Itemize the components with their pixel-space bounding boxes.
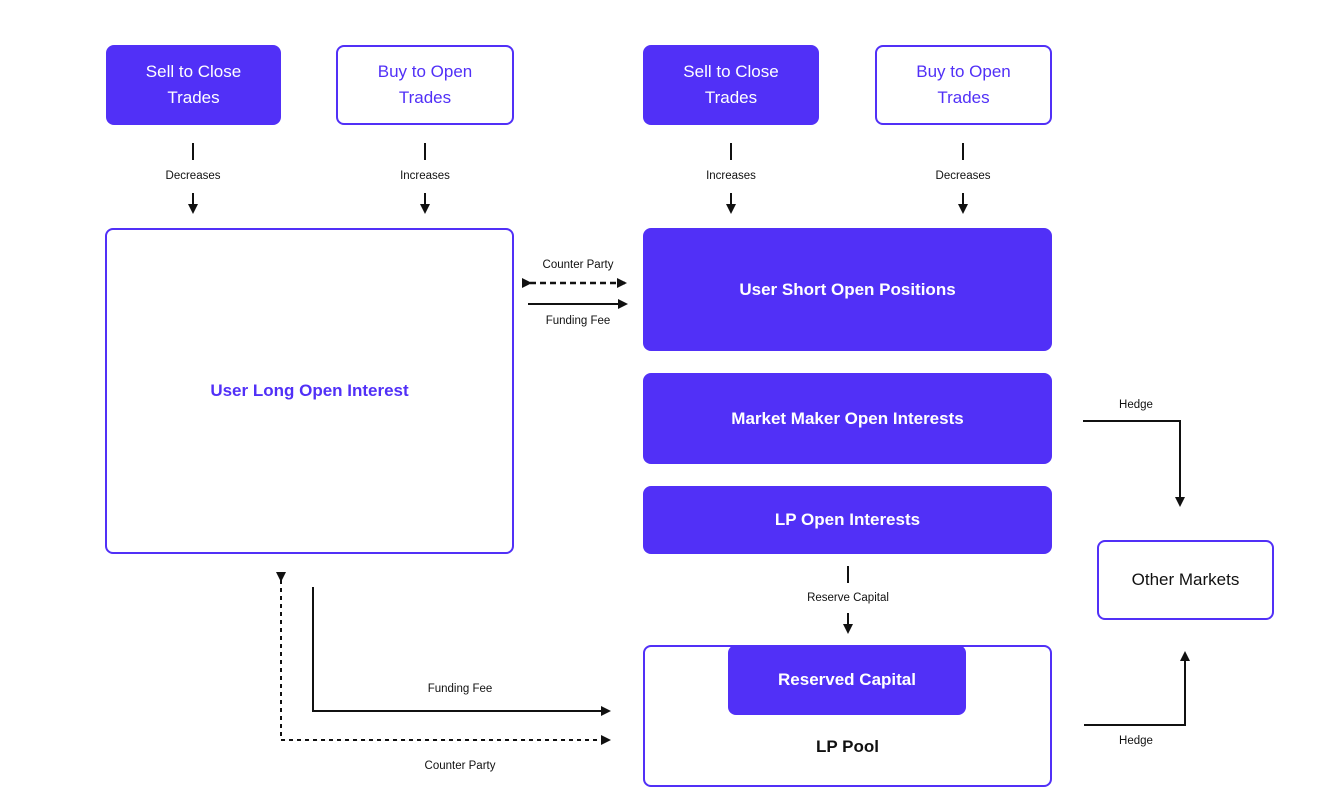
left-buy-to-open-box: Buy to Open Trades: [336, 45, 514, 125]
counter-party-top-label: Counter Party: [542, 259, 614, 271]
lp-pool-label: LP Pool: [816, 737, 879, 756]
user-short-open-positions-box: User Short Open Positions: [643, 228, 1052, 351]
hedge-bottom-arrow: [1084, 651, 1190, 726]
right-sell-connector-label: Increases: [706, 170, 756, 182]
user-short-open-positions-label: User Short Open Positions: [739, 279, 956, 299]
left-sell-to-close-box: Sell to Close Trades: [106, 45, 281, 125]
lp-open-interests-box: LP Open Interests: [643, 486, 1052, 554]
reserved-capital-box: Reserved Capital: [728, 645, 966, 715]
hedge-bottom-label: Hedge: [1119, 735, 1153, 747]
right-buy-to-open-box: Buy to Open Trades: [875, 45, 1052, 125]
market-maker-open-interests-label: Market Maker Open Interests: [731, 408, 964, 428]
market-maker-open-interests-box: Market Maker Open Interests: [643, 373, 1052, 464]
left-buy-connector-label: Increases: [400, 170, 450, 182]
reserved-capital-label: Reserved Capital: [778, 670, 916, 689]
lp-open-interests-label: LP Open Interests: [774, 510, 921, 529]
right-sell-to-close-label: Sell to Close Trades: [683, 62, 779, 107]
user-long-open-interest-label: User Long Open Interest: [210, 381, 409, 400]
reserve-capital-connector-label: Reserve Capital: [807, 592, 889, 604]
other-markets-label: Other Markets: [1131, 570, 1240, 589]
funding-fee-top-label: Funding Fee: [545, 315, 611, 327]
right-buy-to-open-label: Buy to Open Trades: [916, 62, 1011, 107]
left-buy-to-open-label: Buy to Open Trades: [377, 62, 473, 107]
other-markets-box: Other Markets: [1097, 540, 1274, 620]
counter-party-bottom-label: Counter Party: [424, 760, 496, 772]
left-sell-connector-label: Decreases: [165, 170, 221, 182]
user-long-open-interest-box: User Long Open Interest: [105, 228, 514, 554]
right-buy-connector-label: Decreases: [935, 170, 991, 182]
left-sell-to-close-label: Sell to Close Trades: [145, 62, 242, 107]
funding-fee-bottom-label: Funding Fee: [427, 683, 493, 695]
hedge-top-label: Hedge: [1119, 399, 1153, 411]
hedge-top-arrow: [1083, 420, 1185, 507]
right-sell-to-close-box: Sell to Close Trades: [643, 45, 819, 125]
counter-party-bottom-arrow: [276, 572, 611, 745]
